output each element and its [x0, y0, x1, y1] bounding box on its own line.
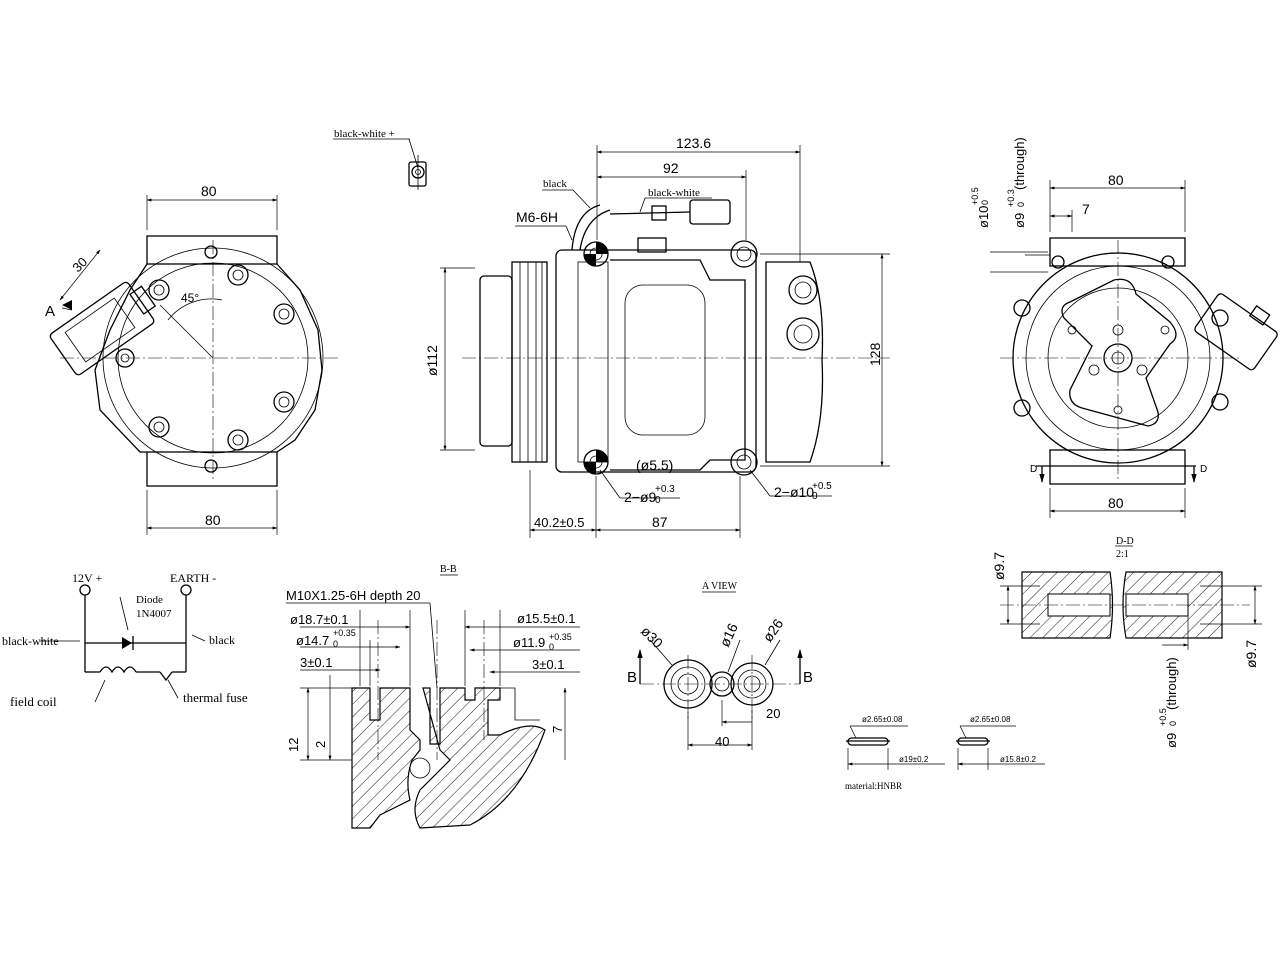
rear-hole9-tol: +0.3	[1006, 189, 1016, 207]
bb-d3a: 3±0.1	[300, 655, 332, 670]
bb-thread: M10X1.25-6H depth 20	[286, 588, 420, 603]
bb-d119-tol0: 0	[549, 642, 554, 652]
side-thread: M6-6H	[516, 209, 558, 225]
front-dim-top: 80	[201, 183, 217, 199]
circuit-black: black	[209, 633, 235, 647]
side-holes-10-tol0: 0	[812, 491, 818, 502]
side-holes-9-tol: +0.3	[655, 484, 675, 495]
circuit-thermal-fuse: thermal fuse	[183, 690, 248, 705]
bb-d147: ø14.7	[296, 633, 329, 648]
aview-B-left: B	[627, 669, 637, 686]
aview-d16: ø16	[716, 620, 741, 649]
connector-detail: black-white +	[333, 128, 427, 190]
aview-d30: ø30	[638, 623, 667, 652]
dd-hole-tol0: 0	[1168, 721, 1178, 726]
section-bb: B-B M10X1.25-6H depth 20 ø18.7±0.1 ø14.7…	[286, 564, 580, 829]
rear-dim-80-bottom: 80	[1108, 495, 1124, 511]
rear-section-D-right: D	[1200, 464, 1207, 475]
section-dd: D-D 2:1 ø9.7 ø9.7 ø9 +0.5 0 (through)	[991, 536, 1262, 748]
rear-hole10-tol0: 0	[980, 200, 990, 205]
side-dia-112: ø112	[424, 345, 440, 376]
dd-scale: 2:1	[1116, 549, 1129, 560]
rear-dim-80-top: 80	[1108, 172, 1124, 188]
side-view: 123.6 92 black black-white M6-6H ø112 12…	[424, 135, 890, 538]
dd-d97b: ø9.7	[1243, 640, 1259, 668]
side-dim-92: 92	[663, 160, 679, 176]
rear-through: (through)	[1012, 137, 1027, 190]
a-view: A VIEW ø30 ø16 ø26 40 20 B B	[627, 581, 813, 750]
aview-dim-40: 40	[715, 734, 729, 749]
oring-a-wire: ø2.65±0.08	[862, 715, 903, 724]
bb-v7: 7	[550, 726, 565, 733]
side-dim-87: 87	[652, 514, 668, 530]
rear-hole10: ø10	[976, 206, 991, 228]
oring-b-id: ø15.8±0.2	[1000, 755, 1037, 764]
circuit-diode-part: 1N4007	[136, 608, 172, 620]
wiring-circuit: 12V + EARTH - Diode 1N4007 black-white b…	[2, 571, 248, 709]
oring-b-wire: ø2.65±0.08	[970, 715, 1011, 724]
bb-d119: ø11.9	[513, 635, 545, 650]
bb-d3b: 3±0.1	[532, 657, 564, 672]
side-dim-128: 128	[867, 342, 883, 366]
front-dim-30: 30	[69, 254, 90, 275]
connector-label: black-white +	[334, 128, 395, 140]
circuit-diode: Diode	[136, 594, 163, 606]
bb-d155: ø15.5±0.1	[517, 611, 575, 626]
dd-d97a: ø9.7	[991, 552, 1007, 580]
rear-view: 80 7 ø10 +0.5 0 ø9 +0.3 0 (through) 80 D…	[970, 137, 1278, 518]
circuit-black-white: black-white	[2, 634, 59, 648]
bb-d119-tol: +0.35	[549, 632, 572, 642]
bb-v12: 12	[286, 738, 301, 752]
bb-d147-tol: +0.35	[333, 628, 356, 638]
dd-hole-tol: +0.5	[1158, 708, 1168, 726]
aview-d26: ø26	[759, 616, 786, 645]
rear-dim-7: 7	[1082, 201, 1090, 217]
rear-hole10-tol: +0.5	[970, 187, 980, 205]
side-dim-40: 40.2±0.5	[534, 515, 585, 530]
front-dim-bottom: 80	[205, 512, 221, 528]
side-wire-black: black	[543, 178, 567, 190]
oring-a-id: ø19±0.2	[899, 755, 929, 764]
circuit-field-coil: field coil	[10, 694, 57, 709]
side-holes-9-tol0: 0	[655, 495, 661, 506]
aview-B-right: B	[803, 669, 813, 686]
rear-hole9-tol0: 0	[1016, 202, 1026, 207]
side-dim-123: 123.6	[676, 135, 711, 151]
bb-v2: 2	[313, 741, 328, 748]
front-bolts	[115, 245, 295, 473]
dd-title: D-D	[1116, 536, 1134, 547]
oring-material: material:HNBR	[845, 781, 902, 791]
side-holes-10: 2−ø10	[774, 484, 814, 500]
bb-title: B-B	[440, 564, 457, 575]
bb-d147-tol0: 0	[333, 639, 338, 649]
circuit-earth: EARTH -	[170, 571, 216, 585]
aview-dim-20: 20	[766, 706, 780, 721]
dd-through: (through)	[1164, 657, 1179, 710]
front-view: 80 80 30 45° A	[45, 183, 340, 535]
front-angle: 45°	[181, 291, 199, 305]
rear-hole9: ø9	[1012, 213, 1027, 228]
circuit-12v: 12V +	[72, 571, 102, 585]
aview-title: A VIEW	[702, 581, 738, 592]
bb-d187: ø18.7±0.1	[290, 612, 348, 627]
side-wire-bw: black-white	[648, 187, 700, 199]
dd-hole: ø9	[1164, 733, 1179, 748]
side-holes-10-tol: +0.5	[812, 481, 832, 492]
front-view-marker: A	[45, 303, 55, 320]
side-hole-55: (ø5.5)	[636, 457, 673, 473]
rear-section-D-left: D	[1030, 464, 1037, 475]
side-holes-9: 2−ø9	[624, 489, 657, 505]
oring-details: ø2.65±0.08 ø19±0.2 material:HNBR ø2.65±0…	[845, 715, 1045, 791]
